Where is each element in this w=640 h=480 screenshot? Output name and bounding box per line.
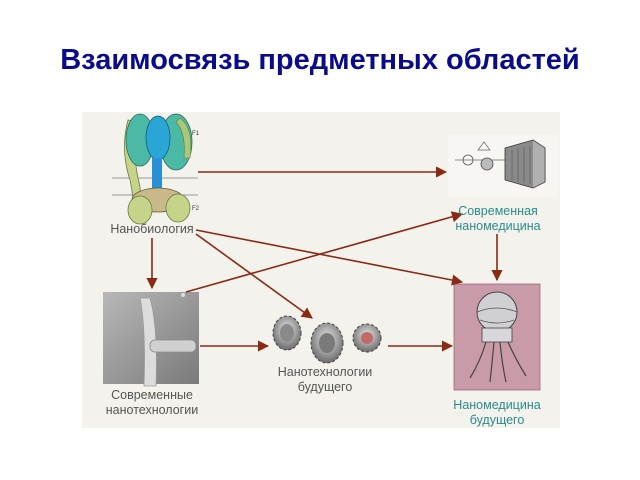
label-future-nanomedicine: Наномедицина будущего [453,398,541,427]
nanomedicine-schematic [448,135,558,197]
sem-image [103,292,199,387]
relation-arrows [146,166,503,352]
label-modern-nanomedicine: Современная наномедицина [455,204,541,233]
arrow-nanobiology-to-future-nanotech [195,233,313,319]
nanorobot-image [453,283,541,391]
f1-label: F1 [192,131,200,137]
label-nanobiology: Нанобиология [110,222,194,236]
atp-synthase-illustration: F1 F2 [112,113,200,225]
f2-label: F2 [192,206,200,212]
label-modern-nanotech: Современные нанотехнологии [105,388,199,417]
arrow-modern-nanotech-to-modern-nanomedicine [185,211,464,293]
slide-title: Взаимосвязь предметных областей [60,44,580,76]
arrow-nanobiology-to-future-nanomedicine [195,229,464,286]
nano-gears-illustration [272,315,382,364]
label-future-nanotech: Нанотехнологии будущего [277,365,373,394]
